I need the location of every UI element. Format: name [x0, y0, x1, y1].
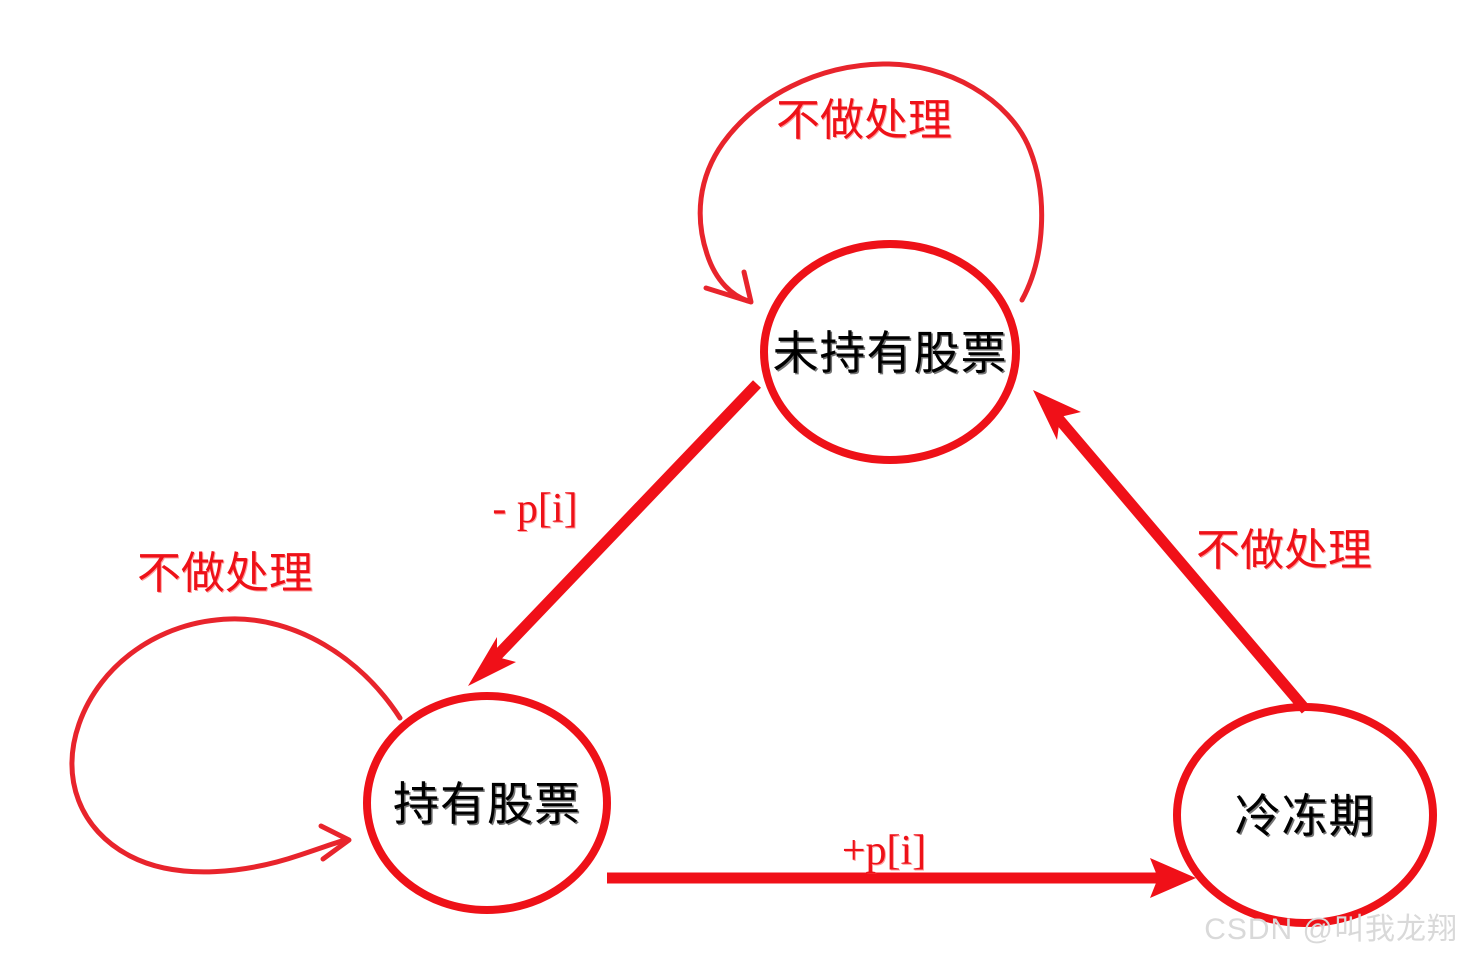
node-no-stock-circle[interactable]: [760, 240, 1020, 464]
edge-hold-stock-to-cooldown[interactable]: [607, 858, 1196, 898]
node-cooldown-circle[interactable]: [1173, 703, 1437, 927]
edge-no-stock-to-hold-stock[interactable]: [468, 380, 761, 686]
edge-hold-stock-self-loop[interactable]: [69, 616, 403, 875]
edge-no-stock-self-loop[interactable]: [697, 61, 1045, 305]
edge-cooldown-to-no-stock[interactable]: [1033, 390, 1311, 714]
node-hold-stock-circle[interactable]: [363, 692, 611, 914]
